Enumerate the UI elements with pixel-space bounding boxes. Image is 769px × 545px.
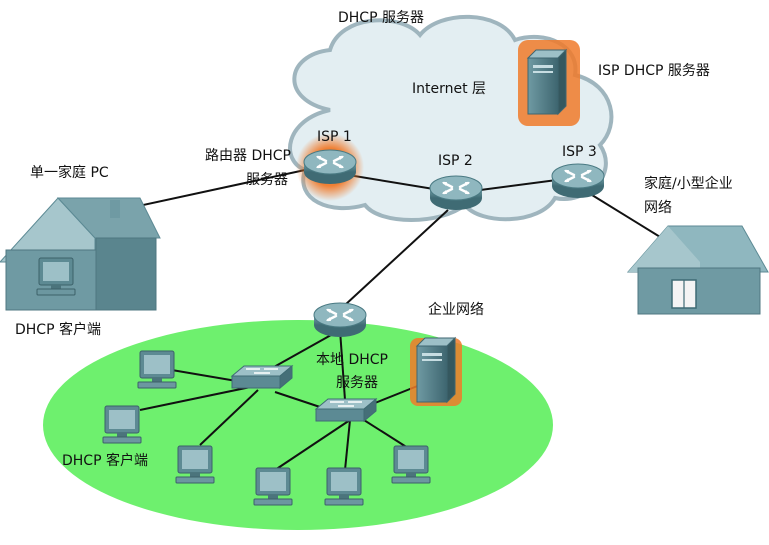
isp2-label: ISP 2 — [438, 153, 473, 169]
switch-icon — [315, 398, 377, 422]
isp3-label: ISP 3 — [562, 144, 597, 160]
router-icon — [312, 301, 368, 339]
router-icon — [428, 174, 484, 212]
pc-icon — [324, 467, 364, 506]
house-icon — [626, 225, 769, 315]
switch-icon — [231, 365, 293, 389]
pc-icon — [102, 405, 142, 444]
pc-icon — [391, 445, 431, 484]
server-icon — [527, 49, 567, 115]
home-small-biz-label-line1: 家庭/小型企业 — [644, 175, 733, 192]
router-dhcp-label-line1: 路由器 DHCP — [205, 148, 291, 164]
isp-dhcp-server-label: ISP DHCP 服务器 — [598, 63, 710, 79]
router-dhcp-label-line2: 服务器 — [246, 172, 288, 188]
enterprise-network-label: 企业网络 — [428, 301, 484, 318]
dhcp-client-lan-label: DHCP 客户端 — [62, 452, 148, 469]
single-home-pc-label: 单一家庭 PC — [30, 164, 109, 181]
pc-icon — [36, 257, 76, 296]
pc-icon — [137, 350, 177, 389]
server-icon — [416, 337, 456, 403]
pc-icon — [175, 445, 215, 484]
local-dhcp-label-line2: 服务器 — [336, 375, 378, 391]
dhcp-client-home-label: DHCP 客户端 — [15, 321, 101, 338]
router-icon — [550, 162, 606, 200]
local-dhcp-label-line1: 本地 DHCP — [316, 352, 388, 368]
router-icon — [302, 148, 358, 186]
home-small-biz-label-line2: 网络 — [644, 200, 672, 216]
dhcp-server-top-label: DHCP 服务器 — [338, 10, 424, 26]
pc-icon — [253, 467, 293, 506]
isp1-label: ISP 1 — [317, 129, 352, 145]
house-icon — [0, 197, 161, 311]
internet-layer-label: Internet 层 — [412, 81, 486, 97]
